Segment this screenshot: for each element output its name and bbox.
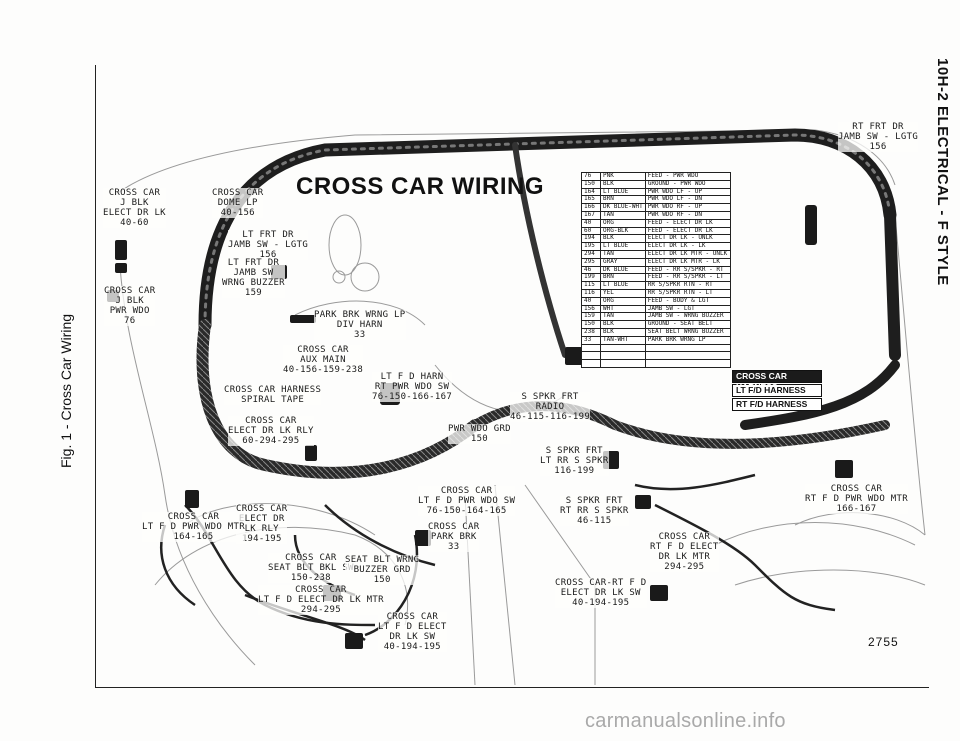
label-lt-frt-dr-jamb-sw: LT FRT DR JAMB SW - LGTG 156 [228, 230, 309, 260]
wire-color: BLK [600, 179, 646, 189]
wire-description: PARK BRK WRNG LP [644, 335, 732, 345]
wire-color: TAN-WHT [600, 335, 646, 345]
label-lt-f-d-harn: LT F D HARN RT PWR WDO SW 76-150-166-167 [372, 372, 453, 402]
watermark: carmanualsonline.info [585, 710, 786, 732]
wire-description: FEED - ELECT DR LK [644, 218, 732, 228]
label-park-brk-wrng: PARK BRK WRNG LP DIV HARN 33 [314, 310, 406, 340]
wire-number: 295 [581, 257, 601, 267]
wire-number: 33 [581, 335, 601, 345]
label-cross-car-elect-dr-lk-rly: CROSS CAR ELECT DR LK RLY 60-294-295 [228, 416, 314, 446]
label-cross-car-dome-lp: CROSS CAR DOME LP 40-156 [212, 188, 264, 218]
legend-item: LT F/D HARNESS [732, 384, 822, 397]
label-cross-car-lt-f-d-pwr-mtr: CROSS CAR LT F D PWR WDO MTR 164-165 [142, 512, 245, 542]
wire-description: FEED - BODY & LGT [644, 296, 732, 306]
page-header: 10H-2 ELECTRICAL - F STYLE [934, 58, 951, 286]
wire-row [581, 343, 732, 353]
label-rt-frt-dr-jamb: RT FRT DR JAMB SW - LGTG 156 [838, 122, 919, 152]
label-cross-car-rt-f-d-elect-sw: CROSS CAR-RT F D ELECT DR LK SW 40-194-1… [555, 578, 647, 608]
wire-row [581, 359, 732, 368]
wire-description [644, 343, 732, 353]
label-cross-car-lt-f-d-elect-mtr: CROSS CAR LT F D ELECT DR LK MTR 294-295 [258, 585, 384, 615]
wire-color [600, 359, 646, 368]
wire-color [600, 351, 646, 361]
wire-color: ORG [600, 296, 646, 306]
figure-caption: Fig. 1 - Cross Car Wiring [58, 313, 74, 468]
label-lt-frt-dr-wrng-buzzer: LT FRT DR JAMB SW WRNG BUZZER 159 [222, 258, 285, 298]
label-cross-car-pwr-wdo: CROSS CAR J BLK PWR WDO 76 [104, 286, 156, 326]
label-s-spkr-frt-rt-rr: S SPKR FRT RT RR S SPKR 46-115 [560, 496, 629, 526]
wire-number: 40 [581, 296, 601, 306]
wire-description [644, 351, 732, 361]
label-cross-car-lt-f-d-elect-sw: CROSS CAR LT F D ELECT DR LK SW 40-194-1… [378, 612, 447, 652]
label-seat-blt-bkl-sw: CROSS CAR SEAT BLT BKL SW 150-238 [268, 553, 354, 583]
wire-description: GROUND - PWR WDO [644, 179, 732, 189]
label-cross-car-rt-f-d-elect: CROSS CAR RT F D ELECT DR LK MTR 294-295 [650, 532, 719, 572]
wire-description: ELECT DR LK MTR - LK [644, 257, 732, 267]
legend-item: CROSS CAR HARNESS [732, 370, 822, 392]
label-cross-car-park-brk: CROSS CAR PARK BRK 33 [428, 522, 480, 552]
label-cross-car-aux-main: CROSS CAR AUX MAIN 40-156-159-238 [283, 345, 364, 375]
figure-frame [95, 65, 929, 688]
label-s-spkr-frt-lt-rr: S SPKR FRT LT RR S SPKR 116-199 [540, 446, 609, 476]
label-s-spkr-frt-radio: S SPKR FRT RADIO 46-115-116-199 [510, 392, 591, 422]
wire-color [600, 343, 646, 353]
diagram-title: CROSS CAR WIRING [296, 173, 544, 200]
wire-number [581, 343, 601, 353]
label-cross-car-lt-f-d-pwr-sw: CROSS CAR LT F D PWR WDO SW 76-150-164-1… [418, 486, 516, 516]
wire-color: ORG [600, 218, 646, 228]
wire-description [644, 359, 732, 368]
label-cross-car-elect-dr-lk: CROSS CAR J BLK ELECT DR LK 40-60 [103, 188, 166, 228]
label-spiral-tape: CROSS CAR HARNESS SPIRAL TAPE [224, 385, 322, 405]
label-seat-blt-wrng: SEAT BLT WRNG BUZZER GRD 150 [345, 555, 420, 585]
wire-number: 40 [581, 218, 601, 228]
label-pwr-wdo-grd: PWR WDO GRD 150 [448, 424, 511, 444]
legend-item: RT F/D HARNESS [732, 398, 822, 411]
wire-row [581, 351, 732, 361]
wire-color: GRAY [600, 257, 646, 267]
wire-number: 150 [581, 179, 601, 189]
figure-number: 2755 [868, 635, 899, 649]
label-cross-car-rt-f-d-pwr: CROSS CAR RT F D PWR WDO MTR 166-167 [805, 484, 908, 514]
wire-number [581, 359, 601, 368]
wire-number [581, 351, 601, 361]
